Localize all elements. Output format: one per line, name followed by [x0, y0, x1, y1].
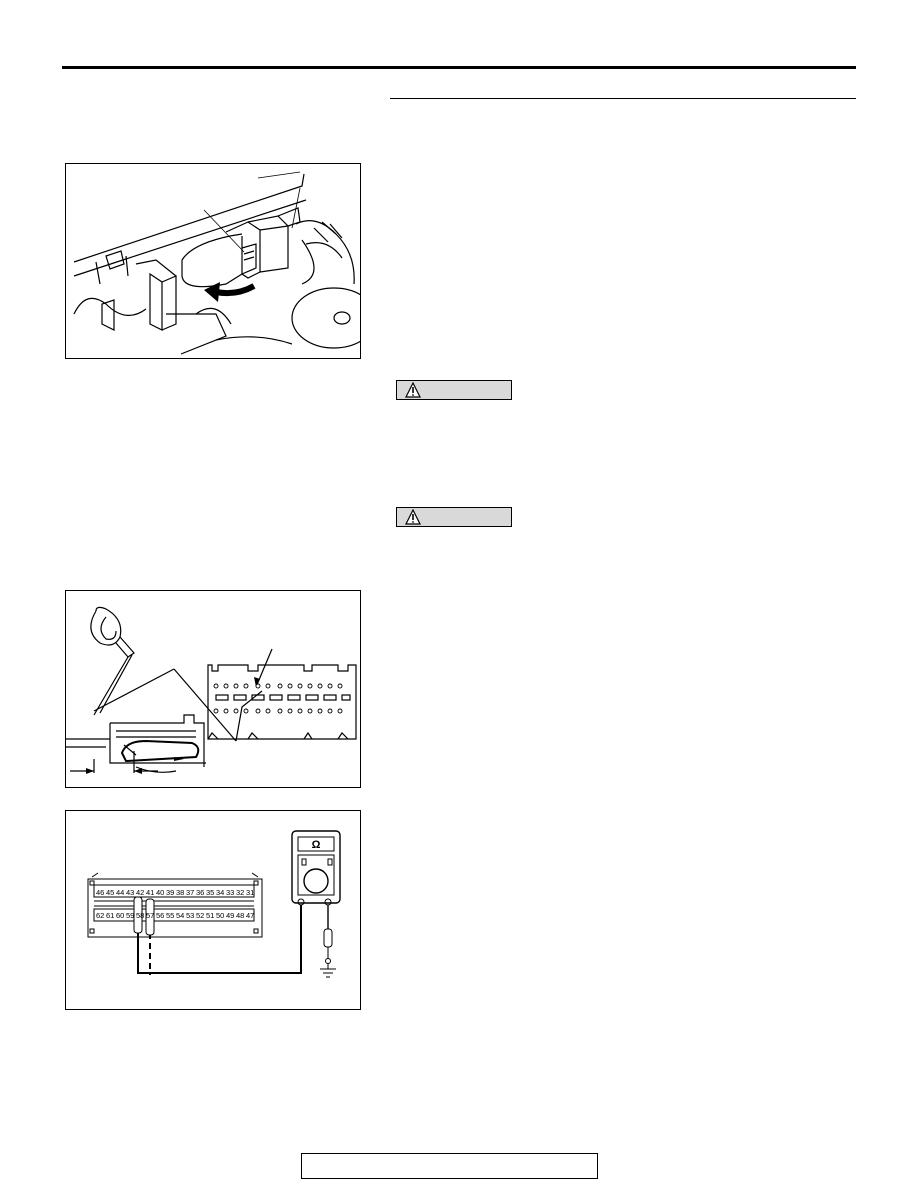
pin-label: 35 — [206, 888, 214, 897]
pin-label: 60 — [116, 911, 124, 920]
caution-box-2 — [396, 507, 512, 527]
pin-label: 56 — [156, 911, 164, 920]
warning-triangle-icon — [405, 382, 421, 398]
resistance-check-figure: Ω 46 45 44 43 42 41 40 39 38 37 36 35 34… — [65, 810, 361, 1010]
pin-label: 62 — [96, 911, 104, 920]
upper-pin-labels: 46 45 44 43 42 41 40 39 38 37 36 35 34 3… — [96, 888, 254, 897]
cable-tie-icon — [90, 606, 135, 716]
lower-pin-labels: 62 61 60 59 58 57 56 55 54 53 52 51 50 4… — [96, 911, 254, 920]
connector-pin-holes — [213, 683, 343, 714]
pin-label: 45 — [106, 888, 114, 897]
section-rule — [390, 98, 856, 99]
terminal-probe-figure — [65, 590, 361, 788]
pin-label: 39 — [166, 888, 174, 897]
pin-label: 55 — [166, 911, 174, 920]
pin-label: 41 — [146, 888, 154, 897]
pin-label: 61 — [106, 911, 114, 920]
pin-label: 57 — [146, 911, 154, 920]
resistance-check-drawing: Ω 46 45 44 43 42 41 40 39 38 37 36 35 34… — [87, 830, 341, 978]
connector-removal-figure — [65, 163, 361, 359]
page-footer-box — [301, 1153, 598, 1179]
pin-label: 46 — [96, 888, 104, 897]
pin-label: 50 — [216, 911, 224, 920]
ohm-symbol: Ω — [312, 839, 321, 851]
pin-label: 59 — [126, 911, 134, 920]
pin-label: 47 — [246, 911, 254, 920]
pin-label: 49 — [226, 911, 234, 920]
curved-arrow-icon — [204, 282, 256, 302]
pin-label: 32 — [236, 888, 244, 897]
pin-label: 52 — [196, 911, 204, 920]
pin-label: 33 — [226, 888, 234, 897]
pin-label: 51 — [206, 911, 214, 920]
pin-label: 43 — [126, 888, 134, 897]
pin-label: 36 — [196, 888, 204, 897]
header-rule — [62, 66, 856, 69]
connector-removal-drawing — [73, 171, 360, 355]
terminal-probe-drawing — [66, 606, 357, 774]
pin-label: 53 — [186, 911, 194, 920]
pin-label: 40 — [156, 888, 164, 897]
pin-label: 42 — [136, 888, 144, 897]
pin-label: 44 — [116, 888, 124, 897]
caution-box-1 — [396, 380, 512, 400]
pin-label: 34 — [216, 888, 224, 897]
warning-triangle-icon — [405, 509, 421, 525]
pin-label: 48 — [236, 911, 244, 920]
pin-label: 31 — [246, 888, 254, 897]
pin-label: 58 — [136, 911, 144, 920]
pin-label: 37 — [186, 888, 194, 897]
pin-label: 38 — [176, 888, 184, 897]
pin-label: 54 — [176, 911, 184, 920]
